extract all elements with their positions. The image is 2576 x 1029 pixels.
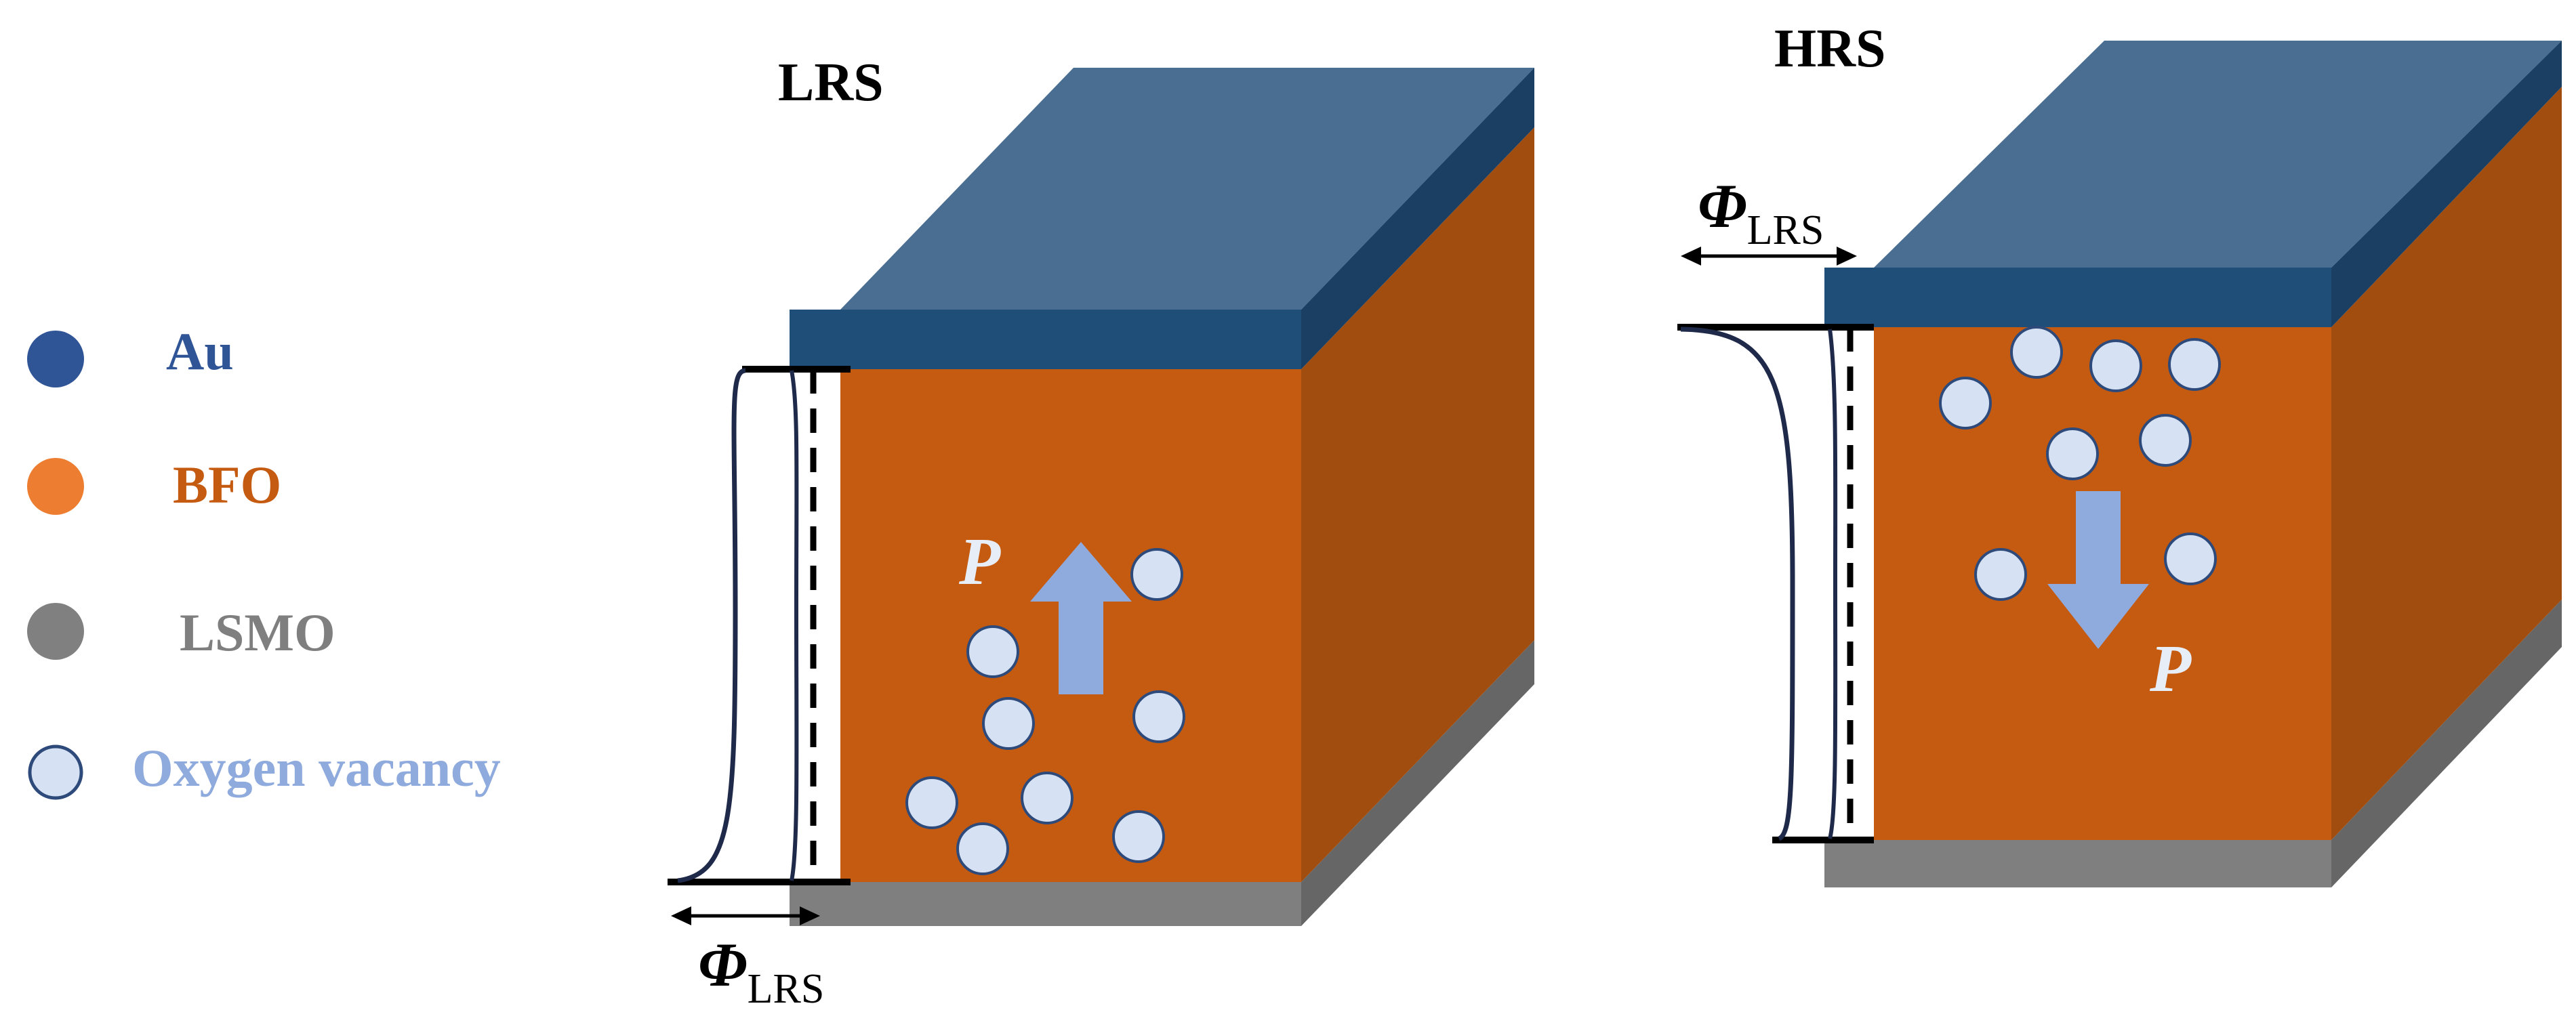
oxygen-vacancy: [1112, 810, 1165, 863]
lrs-barrier-symbol: Φ: [698, 930, 748, 999]
lrs-barrier-label: ΦLRS: [698, 930, 824, 1012]
hrs-barrier-symbol: Φ: [1698, 171, 1747, 240]
legend-item-au: Au: [27, 322, 234, 387]
lrs-lsmo-side: [1301, 640, 1534, 926]
hrs-barrier-label: ΦLRS: [1698, 171, 1824, 253]
lrs-au-electrode: [790, 68, 1534, 369]
lrs-au-side: [1301, 68, 1534, 369]
lrs-barrier-subscript: LRS: [748, 966, 825, 1012]
hrs-oxygen-vacancies: [1939, 326, 2221, 601]
oxygen-vacancy: [2010, 326, 2063, 379]
lrs-barrier-profile-curve: [677, 368, 746, 883]
hrs-lsmo-side: [2331, 600, 2562, 887]
oxygen-vacancy: [1939, 377, 1992, 429]
oxygen-vacancy: [2139, 414, 2192, 467]
legend: Au BFO LSMO Oxygen vacancy: [27, 322, 501, 800]
oxygen-vacancy: [2168, 338, 2221, 391]
hrs-au-top: [1874, 41, 2562, 268]
lrs-barrier-profile-curve-inner: [790, 370, 799, 881]
legend-label-oxygen-vacancy: Oxygen vacancy: [132, 738, 501, 797]
hrs-barrier-profile-curve: [1680, 327, 1795, 841]
hrs-lsmo-front: [1824, 840, 2331, 887]
lrs-barrier-arrowhead-right-icon: [800, 906, 820, 925]
oxygen-vacancy: [1132, 690, 1185, 743]
oxygen-vacancy-marker-icon: [28, 744, 83, 800]
lrs-au-top: [840, 68, 1534, 310]
lrs-polarization-arrow-up-icon: [1030, 542, 1132, 694]
oxygen-vacancy: [966, 625, 1019, 678]
oxygen-vacancy: [982, 697, 1035, 750]
lrs-au-front: [790, 310, 1301, 369]
lrs-bfo-side: [1301, 127, 1534, 882]
hrs-barrier-arrowhead-right-icon: [1837, 247, 1857, 266]
lrs-device: LRS ΦLRS: [668, 53, 1534, 1012]
oxygen-vacancy: [1974, 548, 2027, 601]
legend-item-lsmo: LSMO: [27, 603, 335, 662]
hrs-device: HRS ΦLRS: [1677, 19, 2562, 887]
hrs-au-front: [1824, 268, 2331, 327]
oxygen-vacancy: [2046, 427, 2099, 480]
hrs-title: HRS: [1774, 19, 1886, 79]
hrs-au-electrode: [1824, 41, 2562, 327]
legend-item-bfo: BFO: [27, 455, 281, 515]
hrs-barrier-width-indicator: ΦLRS: [1681, 171, 1857, 266]
hrs-barrier-arrowhead-left-icon: [1681, 247, 1701, 266]
oxygen-vacancy: [1130, 548, 1183, 601]
hrs-barrier-profile-curve-inner: [1828, 329, 1838, 839]
hrs-au-side: [2331, 41, 2562, 327]
lrs-polarization: P: [958, 524, 1132, 694]
lrs-lsmo-layer: [790, 640, 1534, 926]
hrs-barrier-subscript: LRS: [1747, 207, 1824, 253]
lrs-polarization-label: P: [958, 524, 1001, 599]
legend-label-au: Au: [166, 322, 234, 381]
bfo-marker-icon: [27, 458, 84, 515]
hrs-lsmo-layer: [1824, 600, 2562, 887]
lrs-lsmo-front: [790, 882, 1301, 926]
oxygen-vacancy: [1021, 772, 1074, 824]
hrs-polarization: P: [2047, 491, 2192, 706]
legend-label-bfo: BFO: [173, 455, 281, 514]
hrs-polarization-label: P: [2149, 631, 2192, 706]
lrs-barrier-arrowhead-left-icon: [671, 906, 691, 925]
oxygen-vacancy: [2164, 532, 2217, 585]
legend-item-oxygen-vacancy: Oxygen vacancy: [28, 738, 501, 800]
hrs-bfo-side: [2331, 87, 2562, 840]
legend-label-lsmo: LSMO: [180, 603, 335, 662]
lrs-barrier-width-indicator: ΦLRS: [671, 906, 824, 1012]
au-marker-icon: [27, 331, 84, 387]
oxygen-vacancy: [2089, 339, 2142, 392]
oxygen-vacancy: [956, 822, 1009, 875]
lsmo-marker-icon: [27, 603, 84, 660]
lrs-title: LRS: [778, 53, 884, 112]
oxygen-vacancy: [905, 776, 958, 829]
hrs-polarization-arrow-down-icon: [2047, 491, 2149, 649]
lrs-oxygen-vacancies: [905, 548, 1185, 875]
